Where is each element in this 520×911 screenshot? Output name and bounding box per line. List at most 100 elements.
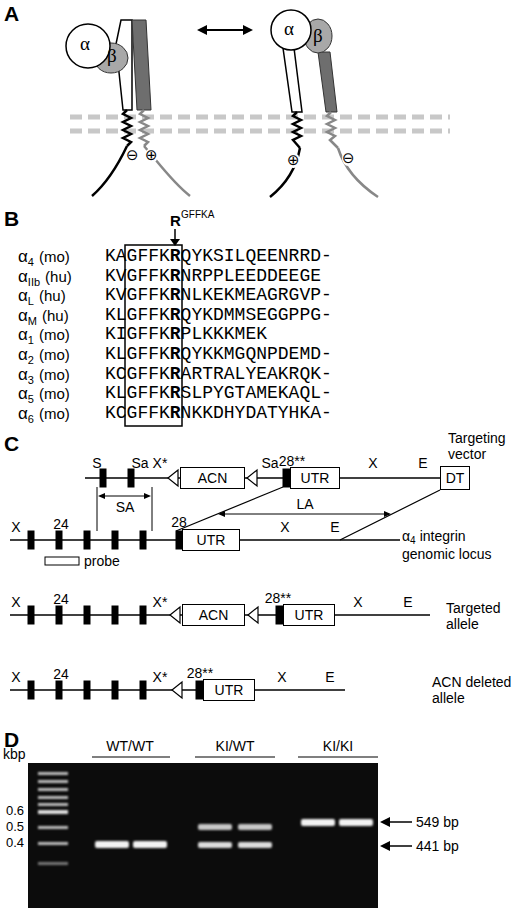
key-residue: R — [170, 404, 181, 423]
equilibrium-arrow — [197, 25, 253, 35]
band-size: 549 bp — [416, 814, 459, 830]
protein-name: α3(mo) — [18, 365, 70, 386]
box-label: DT — [446, 470, 465, 486]
arm-label: SA — [116, 499, 135, 515]
species: (mo) — [39, 405, 70, 422]
site-label: Sa — [261, 455, 278, 471]
protein-name: α2 (mo) — [18, 345, 70, 366]
greek-letter: α — [18, 325, 28, 344]
cassette-box: UTR — [283, 604, 335, 626]
protein-name: αIIb (hu) — [18, 267, 72, 288]
motif-label: GFFKA — [181, 209, 214, 220]
cassette-box: DT — [440, 466, 470, 490]
protein-name: αL(hu) — [18, 286, 66, 307]
panel-letter: B — [4, 207, 19, 231]
subscript: M — [28, 315, 37, 327]
site-label: X — [11, 594, 20, 610]
charge-symbol: ⊖ — [342, 151, 355, 166]
greek-letter: α — [18, 384, 28, 403]
panel-letter: C — [4, 432, 19, 456]
size-marker: 0.6 — [6, 803, 24, 818]
sequence: KVGFFK — [105, 286, 170, 305]
allele-label: ACN deleted allele — [432, 674, 518, 706]
arm-label: LA — [296, 496, 313, 512]
species: (mo) — [39, 346, 70, 363]
sequence: PLKKKMEK — [181, 325, 267, 344]
site-label: E — [330, 519, 339, 535]
site-label: X — [368, 455, 377, 471]
sequence: KIGFFK — [105, 325, 170, 344]
allele-label: Targeting vector — [448, 430, 520, 462]
greek-letter: α — [18, 267, 28, 286]
site-label: E — [325, 669, 334, 685]
protein-name: α1 (mo) — [18, 325, 70, 346]
subunit-label: α — [80, 34, 90, 54]
probe-label: probe — [84, 553, 120, 569]
sequence: QYKDMMSEGGPPG- — [181, 306, 332, 325]
subscript: IIb — [28, 276, 40, 288]
site-label: X — [11, 669, 20, 685]
extended-integrin — [270, 10, 378, 197]
greek-letter: α — [18, 345, 28, 364]
species: (mo) — [39, 248, 70, 265]
box-label: ACN — [198, 470, 228, 486]
key-residue: R — [170, 267, 181, 286]
exon-number: 24 — [53, 516, 69, 532]
greek-letter: α — [18, 306, 28, 325]
subscript: 6 — [28, 413, 34, 425]
site-label: X — [11, 519, 20, 535]
site-label: X* — [153, 594, 168, 610]
greek-letter: α — [18, 286, 28, 305]
sequence: KVGFFK — [105, 267, 170, 286]
subscript: 5 — [28, 393, 34, 405]
targeting-map — [10, 469, 440, 699]
species: (hu) — [39, 287, 66, 304]
site-label: S — [92, 455, 101, 471]
charge-symbol: ⊕ — [287, 153, 300, 168]
cassette-box: ACN — [182, 604, 245, 626]
site-label: X — [280, 519, 289, 535]
sequence: NLKEKMEAGRGVP- — [181, 286, 332, 305]
sequence: KCGFFK — [105, 365, 170, 384]
protein-name: α6 (mo) — [18, 404, 70, 425]
subscript: 1 — [28, 334, 34, 346]
sequence: QYKKMGQNPDEMD- — [181, 345, 332, 364]
greek-letter: α — [18, 404, 28, 423]
charge-symbol: ⊖ — [126, 148, 139, 163]
species: (mo) — [39, 385, 70, 402]
sequence: KAGFFK — [105, 247, 170, 266]
subscript: 2 — [28, 354, 34, 366]
site-label: X* — [153, 669, 168, 685]
cassette-box: UTR — [203, 679, 255, 701]
sequence: KLGFFK — [105, 384, 170, 403]
genotype-label: KI/WT — [216, 738, 255, 754]
site-label: Sa — [131, 455, 148, 471]
key-residue: R — [170, 365, 181, 384]
subunit-label: β — [107, 46, 117, 66]
box-label: UTR — [295, 607, 324, 623]
subscript: 4 — [28, 256, 34, 268]
sequence: QYKSILQEENRRD- — [181, 247, 332, 266]
protein-name: α4 (mo) — [18, 247, 70, 268]
key-residue: R — [170, 384, 181, 403]
box-label: UTR — [301, 470, 330, 486]
exon-number: 24 — [53, 666, 69, 682]
exon-number: 24 — [53, 591, 69, 607]
sequence: KLGFFK — [105, 345, 170, 364]
unit-label: kbp — [3, 746, 26, 762]
cassette-box: UTR — [182, 529, 240, 551]
cassette-box: ACN — [180, 467, 245, 489]
charge-symbol: ⊕ — [145, 148, 158, 163]
subscript: 3 — [28, 374, 34, 386]
subscript: 4 — [410, 535, 416, 546]
site-label: X — [277, 669, 286, 685]
gel-image — [28, 757, 412, 908]
species: (mo) — [39, 326, 70, 343]
greek-letter: α — [18, 247, 28, 266]
key-residue: R — [170, 325, 181, 344]
site-label: X — [353, 594, 362, 610]
species: (hu) — [45, 268, 72, 285]
cassette-box: UTR — [290, 467, 340, 489]
